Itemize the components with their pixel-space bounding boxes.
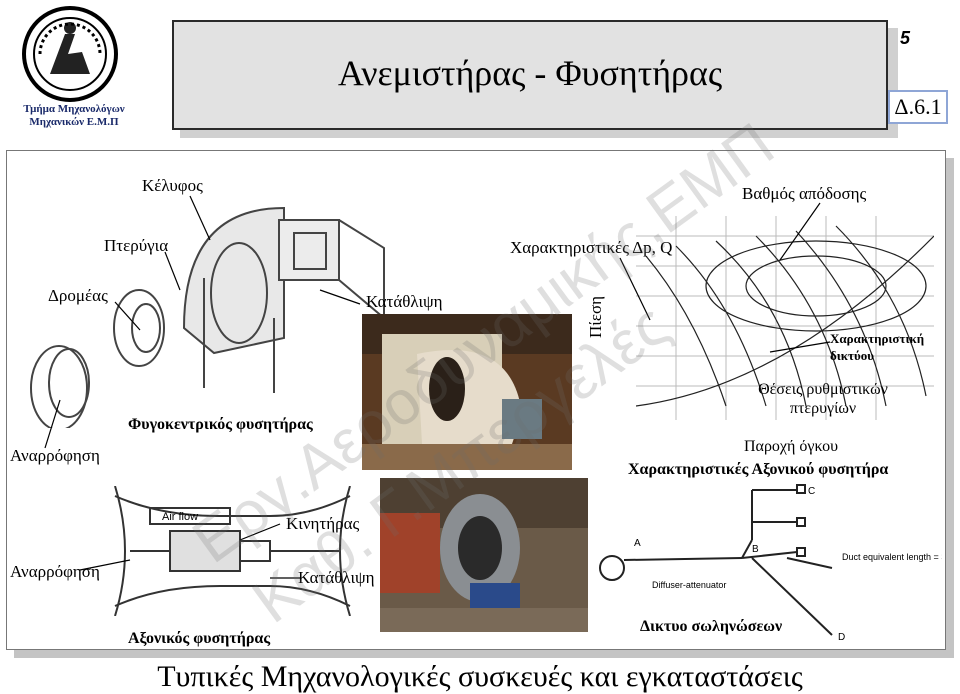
label-suction-axial: Αναρρόφηση: [10, 562, 100, 581]
label-motor: Κινητήρας: [286, 514, 360, 533]
airflow-label: Air flow: [162, 511, 198, 523]
duct-network-diagram: A B C D Diffuser-attenuator Duct equival…: [599, 484, 942, 640]
label-efficiency: Βαθμός απόδοσης: [742, 184, 867, 203]
point-d-label: D: [838, 632, 845, 640]
point-a-label: A: [634, 538, 641, 549]
label-casing: Κέλυφος: [142, 176, 203, 195]
point-b-label: B: [752, 544, 759, 555]
caption-axial: Αξονικός φυσητήρας: [128, 630, 271, 647]
ntua-seal-icon: [22, 6, 118, 102]
point-c-label: C: [808, 486, 815, 497]
caption-performance: Χαρακτηριστικές Αξονικού φυσητήρα: [628, 461, 889, 478]
caption-centrifugal: Φυγοκεντρικός φυσητήρας: [128, 416, 313, 433]
label-system-curve: Χαρακτηριστική δικτύου: [830, 331, 925, 363]
label-suction-centrifugal: Αναρρόφηση: [10, 446, 100, 465]
duct-note: Duct equivalent length = 300 ft: [842, 552, 942, 562]
label-blades: Πτερύγια: [104, 236, 169, 255]
diffuser-label: Diffuser-attenuator: [652, 580, 726, 590]
label-flow: Παροχή όγκου: [744, 438, 839, 455]
axial-blower-photo: [380, 478, 588, 632]
centrifugal-blower-drawing: [30, 206, 385, 428]
centrifugal-blower-photo: [362, 314, 572, 470]
slide-title: Ανεμιστήρας - Φυσητήρας: [337, 53, 723, 93]
label-vane-positions: Θέσεις ρυθμιστικών πτερυγίων: [758, 381, 888, 417]
label-discharge-centrifugal: Κατάθλιψη: [366, 292, 443, 311]
section-code: Δ.6.1: [888, 90, 948, 124]
title-box: [172, 20, 888, 130]
slide-number: 5: [900, 28, 911, 48]
axial-blower-drawing: Air flow: [114, 486, 351, 616]
caption-duct-network: Δικτυο σωληνώσεων: [640, 618, 783, 635]
label-characteristics: Χαρακτηριστικές Δp, Q: [510, 238, 673, 257]
label-impeller: Δρομέας: [48, 286, 108, 305]
label-discharge-axial: Κατάθλιψη: [298, 568, 375, 587]
footer-title: Τυπικές Μηχανολογικές συσκευές και εγκατ…: [157, 660, 803, 693]
department-name: Τμήμα Μηχανολόγων Μηχανικών Ε.Μ.Π: [23, 103, 125, 128]
